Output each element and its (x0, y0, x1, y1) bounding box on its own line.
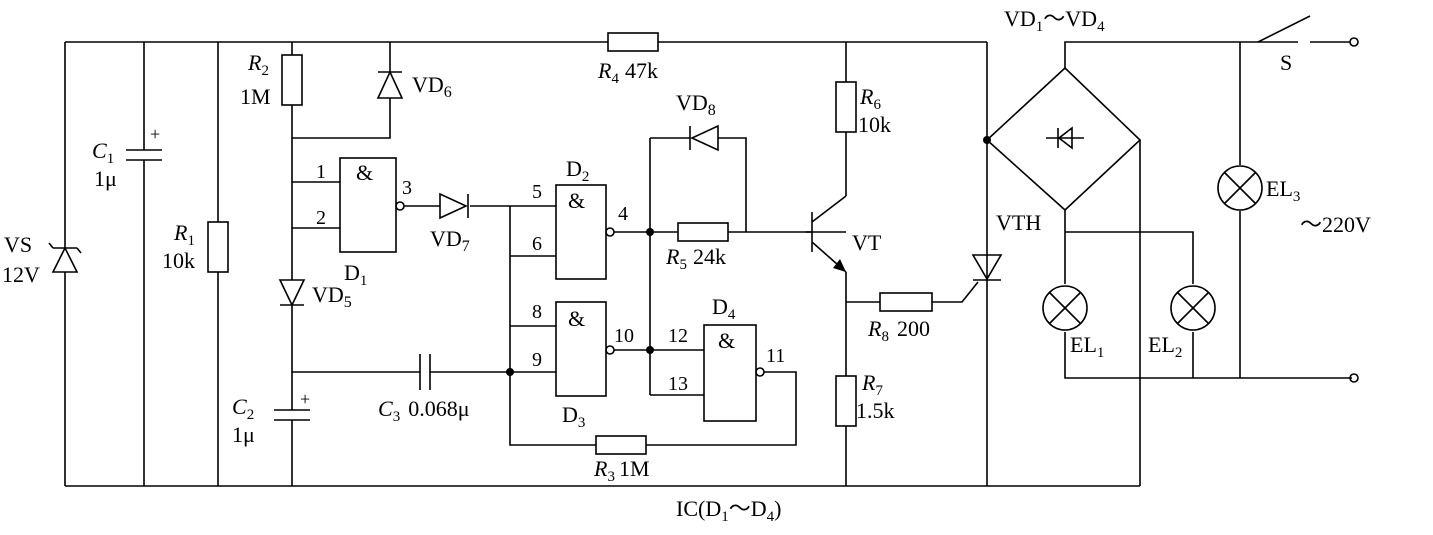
resistor-r4 (607, 32, 659, 52)
resistor-r7 (835, 375, 857, 427)
junctions (506, 136, 991, 376)
pin-3: 3 (402, 177, 412, 199)
terminals (1349, 37, 1359, 383)
capacitor-c1 (126, 149, 162, 161)
label-c1-polarity: + (150, 124, 160, 144)
label-r1-name: R1 (173, 220, 195, 249)
label-vs-name: VS (4, 232, 32, 257)
label-d3: D3 (562, 402, 585, 431)
pin-2: 2 (316, 207, 326, 229)
pin-1: 1 (316, 161, 326, 183)
label-c1-value: 1μ (94, 166, 117, 191)
label-r6-value: 10k (858, 112, 891, 137)
label-mains: ～220V (1300, 212, 1371, 237)
label-r1-value: 10k (162, 248, 195, 273)
gate-d2-symbol: & (568, 188, 585, 213)
nand-gate-d3 (555, 301, 615, 397)
label-c2-value: 1μ (232, 422, 255, 447)
label-r7-value: 1.5k (856, 398, 895, 423)
resistor-r5 (677, 222, 729, 242)
resistor-r8 (879, 292, 933, 312)
pin-12: 12 (668, 325, 688, 347)
label-vd5: VD5 (312, 282, 352, 311)
lamp-el1 (1042, 285, 1088, 331)
pin-5: 5 (532, 181, 542, 203)
capacitor-c2 (274, 409, 310, 421)
label-bridge: VD1～VD4 (1004, 6, 1105, 35)
label-vd7: VD7 (430, 226, 470, 255)
pin-10: 10 (614, 325, 634, 347)
pin-4: 4 (618, 203, 628, 225)
label-vs-value: 12V (2, 262, 40, 287)
gate-d3-symbol: & (568, 306, 585, 331)
lamp-el2 (1170, 285, 1216, 331)
label-d1: D1 (344, 260, 367, 289)
wires (64, 15, 1352, 487)
resistor-r3 (595, 435, 647, 455)
lamp-el3 (1217, 165, 1263, 211)
label-vth: VTH (996, 210, 1041, 235)
transistor-vt (811, 195, 847, 273)
pin-8: 8 (532, 301, 542, 323)
capacitor-c3 (419, 354, 431, 390)
resistor-r2 (281, 54, 303, 106)
label-c2-polarity: + (300, 389, 310, 409)
label-el3: EL3 (1266, 176, 1300, 205)
diode-vd7 (439, 192, 469, 220)
label-d2: D2 (566, 156, 589, 185)
label-r2-name: R2 (247, 50, 269, 79)
label-r2-value: 1M (240, 84, 271, 109)
gate-d1-symbol: & (356, 160, 373, 185)
gate-d4-symbol: & (718, 328, 735, 353)
diode-vd6 (376, 70, 404, 99)
label-d4: D4 (712, 294, 736, 323)
label-c1-name: C1 (92, 138, 114, 167)
label-r6-name: R6 (859, 84, 881, 113)
nand-gate-d1 (339, 157, 405, 253)
label-c2-name: C2 (232, 394, 254, 423)
pin-13: 13 (668, 373, 688, 395)
nand-gate-d2 (555, 184, 615, 280)
bridge-diode-symbol (1046, 126, 1084, 150)
pin-9: 9 (532, 349, 542, 371)
label-r7-name: R7 (861, 370, 883, 399)
nand-gate-d4 (703, 324, 765, 422)
label-vd8: VD8 (676, 90, 716, 119)
label-vd6: VD6 (412, 72, 452, 101)
label-vt: VT (852, 230, 882, 255)
pin-6: 6 (532, 233, 542, 255)
diode-vd8 (689, 124, 719, 152)
diode-vd5 (278, 279, 306, 307)
pin-11: 11 (766, 345, 785, 367)
label-ic: IC(D1～D4) (676, 496, 781, 525)
zener-diode-vs (48, 242, 82, 273)
thyristor-vth (971, 254, 1003, 281)
label-el2: EL2 (1148, 332, 1182, 361)
label-switch: S (1280, 50, 1292, 75)
resistor-r1 (207, 221, 229, 273)
label-el1: EL1 (1070, 332, 1104, 361)
resistor-r6 (835, 81, 857, 133)
